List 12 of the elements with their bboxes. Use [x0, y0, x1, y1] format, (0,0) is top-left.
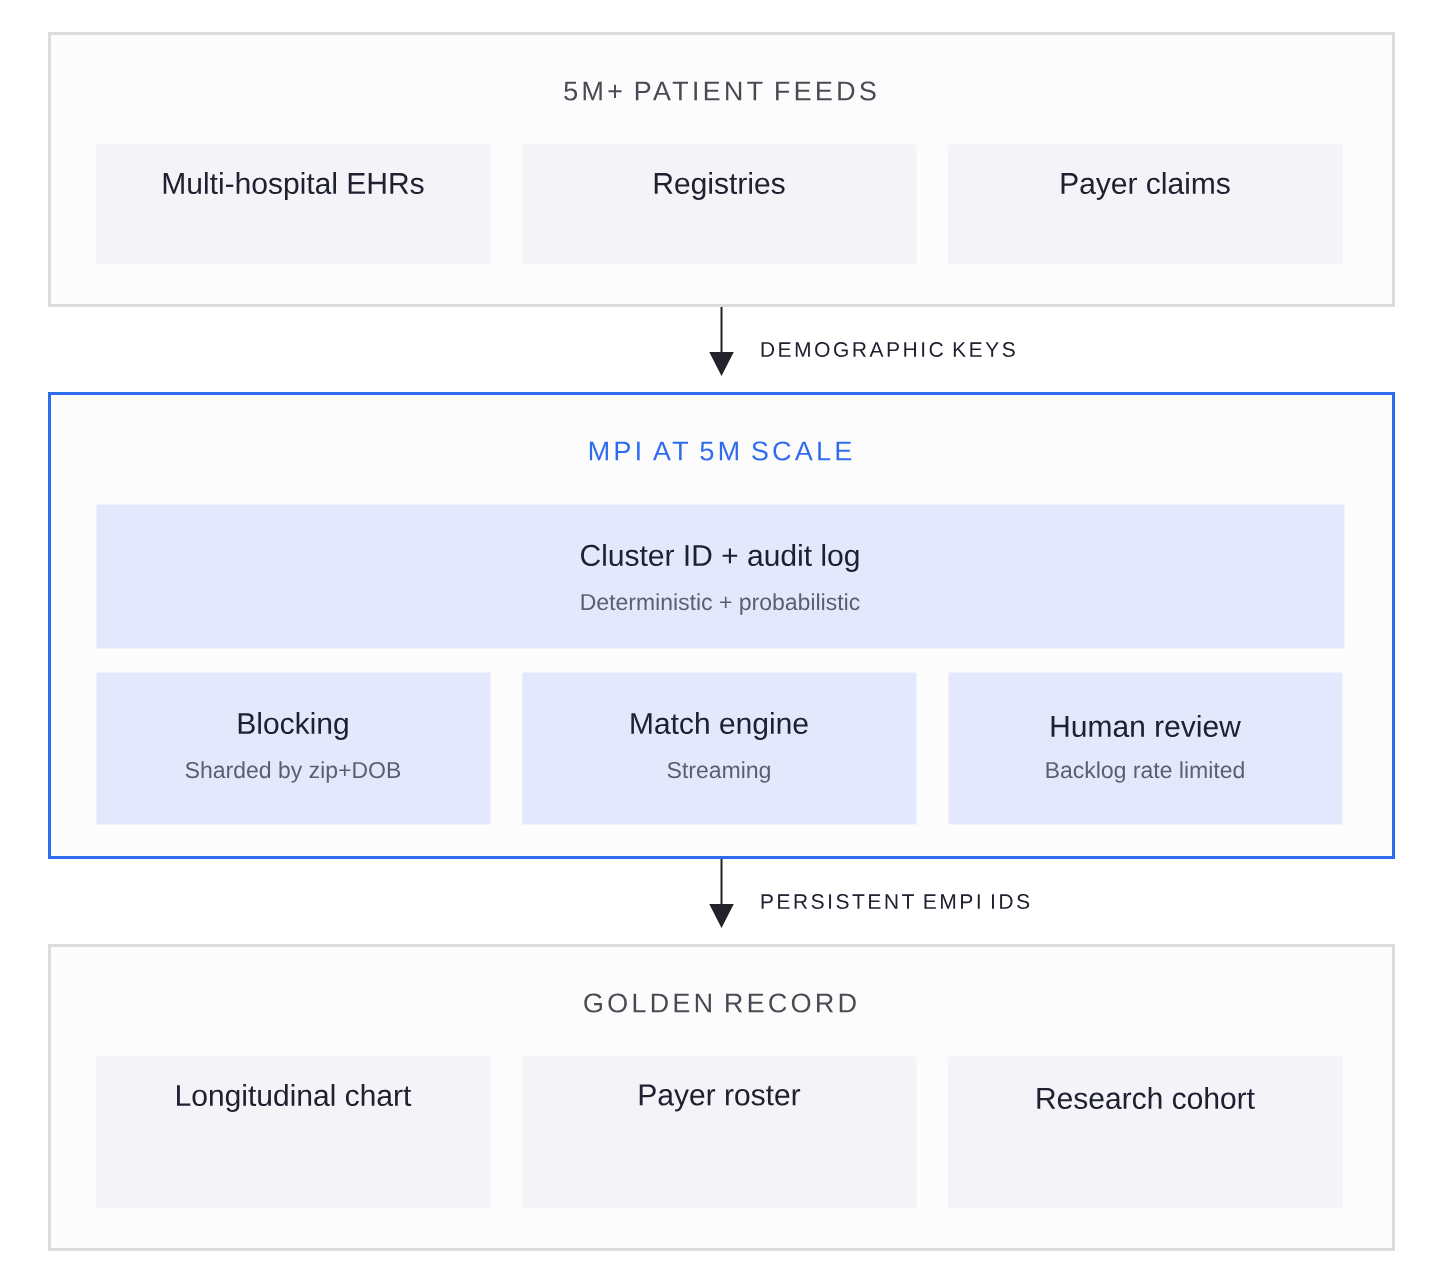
process-box: Blocking Sharded by zip+DOB	[96, 672, 491, 825]
source-box: Registries	[522, 144, 917, 265]
process-box: Cluster ID + audit log Deterministic + probabilistic	[96, 504, 1345, 649]
source-box: Multi-hospital EHRs	[96, 144, 491, 265]
source-box: Longitudinal chart	[96, 1056, 491, 1209]
process-box: Match engine Streaming	[522, 672, 917, 825]
source-box: Research cohort	[948, 1056, 1343, 1209]
process-box: Human review Backlog rate limited	[948, 672, 1343, 825]
edge-label: PERSISTENT EMPI IDS	[761, 894, 1030, 909]
edge-label: DEMOGRAPHIC KEYS	[761, 342, 1015, 357]
source-box: Payer roster	[522, 1056, 917, 1209]
source-box: Payer claims	[948, 144, 1343, 265]
